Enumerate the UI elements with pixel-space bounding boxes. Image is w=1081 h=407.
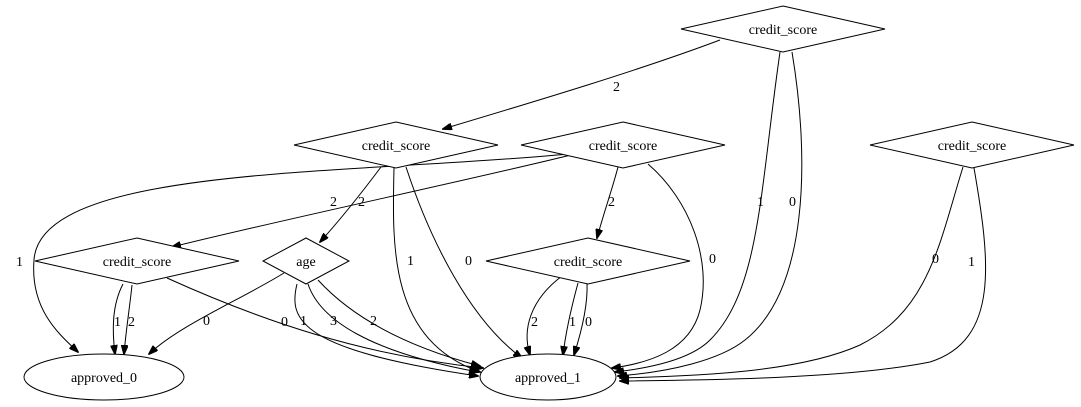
node-label: approved_0 bbox=[71, 371, 137, 386]
edge-age-to-approved-1-a: 1 bbox=[294, 283, 478, 376]
edge-cs-mid-right-to-approved-1-b: 1 bbox=[620, 167, 987, 381]
edge-label: 1 bbox=[569, 315, 576, 330]
node-age[interactable]: age bbox=[261, 237, 351, 285]
edge-label: 0 bbox=[932, 252, 939, 267]
edge-label: 0 bbox=[465, 254, 472, 269]
edge-label: 1 bbox=[407, 254, 414, 269]
edge-cs-low-center-to-approved-1-c: 0 bbox=[574, 282, 592, 355]
edge-cs-low-left-to-approved-0-a: 1 bbox=[113, 283, 124, 354]
edge-cs-low-center-to-approved-1-b: 1 bbox=[563, 282, 579, 355]
node-label: approved_1 bbox=[515, 371, 581, 386]
edge-cs-mid-center-to-cs-low-center: 2 bbox=[597, 166, 619, 238]
edge-label: 0 bbox=[709, 252, 716, 267]
edge-cs-low-center-to-approved-1-a: 2 bbox=[527, 275, 563, 355]
node-cs-low-left[interactable]: credit_score bbox=[34, 237, 240, 285]
edge-label: 2 bbox=[358, 195, 365, 210]
node-cs-mid-right[interactable]: credit_score bbox=[869, 121, 1075, 169]
node-label: credit_score bbox=[554, 255, 622, 270]
node-approved-1[interactable]: approved_1 bbox=[479, 353, 617, 401]
edge-cs-mid-center-to-approved-1: 0 bbox=[612, 163, 716, 368]
node-label: age bbox=[296, 255, 315, 270]
edge-cs-low-left-to-approved-0-b: 2 bbox=[124, 284, 135, 354]
edge-label: 1 bbox=[16, 255, 23, 270]
edge-label: 1 bbox=[757, 195, 764, 210]
edge-cs-low-left-to-approved-1: 0 bbox=[166, 277, 483, 368]
edge-label: 2 bbox=[128, 315, 135, 330]
edge-cs-mid-right-to-approved-1-a: 0 bbox=[620, 166, 964, 378]
edge-cs-mid-left-to-cs-low-left: 2 bbox=[172, 153, 576, 247]
edge-label: 0 bbox=[281, 315, 288, 330]
node-label: credit_score bbox=[938, 139, 1006, 154]
edge-label: 2 bbox=[613, 80, 620, 95]
edge-cs-top-to-approved-1-b: 0 bbox=[618, 51, 803, 376]
node-cs-top[interactable]: credit_score bbox=[680, 5, 886, 53]
edge-label: 1 bbox=[114, 315, 121, 330]
edge-cs-top-to-cs-mid-left: 2 bbox=[443, 39, 721, 129]
edge-cs-mid-left-to-approved-1-a: 1 bbox=[392, 167, 480, 372]
edge-label: 0 bbox=[789, 195, 796, 210]
edge-label: 2 bbox=[370, 314, 377, 329]
edge-cs-mid-left-to-age: 2 bbox=[320, 166, 382, 242]
edge-age-to-approved-1-c: 2 bbox=[317, 279, 480, 366]
edge-cs-mid-left-to-approved-1-b: 0 bbox=[405, 166, 522, 358]
edge-label: 2 bbox=[608, 195, 615, 210]
node-cs-low-center[interactable]: credit_score bbox=[485, 237, 691, 285]
edge-age-to-approved-0: 0 bbox=[149, 272, 285, 354]
node-label: credit_score bbox=[589, 139, 657, 154]
edge-age-to-approved-1-b: 3 bbox=[307, 283, 478, 372]
nodes: credit_score credit_score credit_score c… bbox=[23, 5, 1075, 401]
node-cs-mid-left[interactable]: credit_score bbox=[293, 121, 499, 169]
edge-label: 3 bbox=[330, 314, 337, 329]
edge-label: 1 bbox=[300, 314, 307, 329]
edges: 2 1 0 2 2 1 0 bbox=[16, 39, 987, 381]
edge-label: 2 bbox=[531, 315, 538, 330]
node-approved-0[interactable]: approved_0 bbox=[23, 353, 185, 401]
edge-label: 2 bbox=[330, 195, 337, 210]
edge-label: 0 bbox=[585, 315, 592, 330]
node-label: credit_score bbox=[362, 139, 430, 154]
edge-label: 1 bbox=[968, 255, 975, 270]
node-cs-mid-center[interactable]: credit_score bbox=[520, 121, 726, 169]
edge-label: 0 bbox=[203, 314, 210, 329]
node-label: credit_score bbox=[749, 23, 817, 38]
edge-cs-top-to-approved-1-a: 1 bbox=[615, 51, 781, 372]
node-label: credit_score bbox=[103, 255, 171, 270]
